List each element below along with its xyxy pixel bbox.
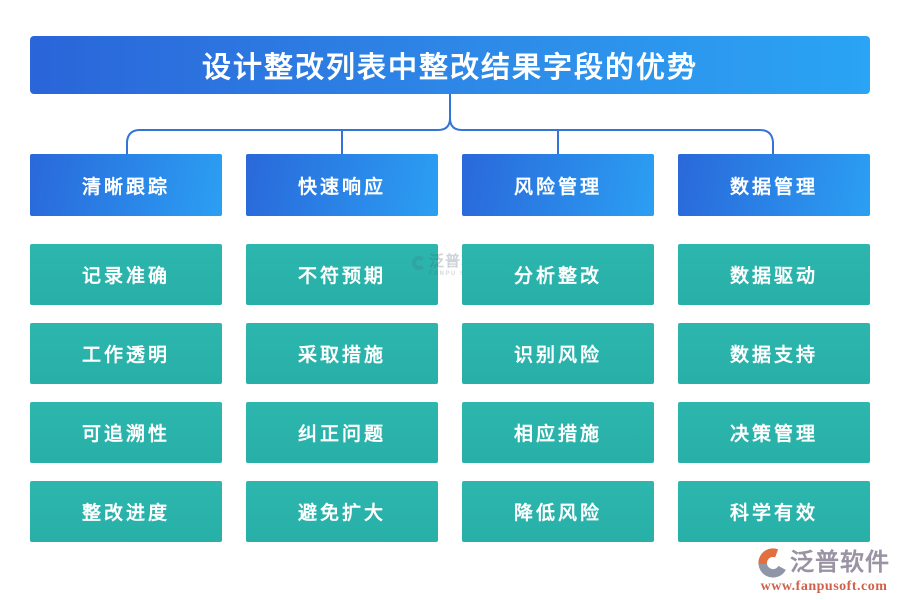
column-risk-management: 风险管理 分析整改 识别风险 相应措施 降低风险	[462, 154, 654, 560]
column-header: 快速响应	[246, 154, 438, 216]
item-box: 采取措施	[246, 323, 438, 384]
column-header: 清晰跟踪	[30, 154, 222, 216]
item-box: 工作透明	[30, 323, 222, 384]
item-box: 降低风险	[462, 481, 654, 542]
diagram-board: 清晰跟踪 记录准确 工作透明 可追溯性 整改进度 快速响应 不符预期 泛普软件 …	[30, 154, 870, 560]
column-header: 数据管理	[678, 154, 870, 216]
footer-brand-url: www.fanpusoft.com	[760, 579, 888, 594]
footer-brand-name: 泛普软件	[790, 549, 890, 576]
diagram-title: 设计整改列表中整改结果字段的优势	[30, 36, 870, 94]
column-data-management: 数据管理 数据驱动 数据支持 决策管理 科学有效	[678, 154, 870, 560]
fanpu-logo-icon	[411, 256, 426, 270]
item-box: 避免扩大	[246, 481, 438, 542]
column-header: 风险管理	[462, 154, 654, 216]
item-box: 识别风险	[462, 323, 654, 384]
fanpu-logo-icon	[758, 548, 788, 578]
item-box: 记录准确	[30, 244, 222, 305]
item-label: 不符预期	[297, 266, 386, 287]
item-box: 数据驱动	[678, 244, 870, 305]
item-box: 不符预期 泛普软件 FANPU SOFTWARE	[246, 244, 504, 305]
column-quick-response: 快速响应 不符预期 泛普软件 FANPU SOFTWARE 采取措施 纠正问题 …	[246, 154, 504, 560]
item-box: 分析整改	[462, 244, 654, 305]
item-box: 决策管理	[678, 402, 870, 463]
column-clear-tracking: 清晰跟踪 记录准确 工作透明 可追溯性 整改进度	[30, 154, 222, 560]
item-box: 纠正问题	[246, 402, 438, 463]
fanpu-brand-block: 泛普软件 www.fanpusoft.com	[758, 548, 890, 595]
item-box: 整改进度	[30, 481, 222, 542]
item-box: 可追溯性	[30, 402, 222, 463]
item-box: 科学有效	[678, 481, 870, 542]
item-box: 相应措施	[462, 402, 654, 463]
item-box: 数据支持	[678, 323, 870, 384]
